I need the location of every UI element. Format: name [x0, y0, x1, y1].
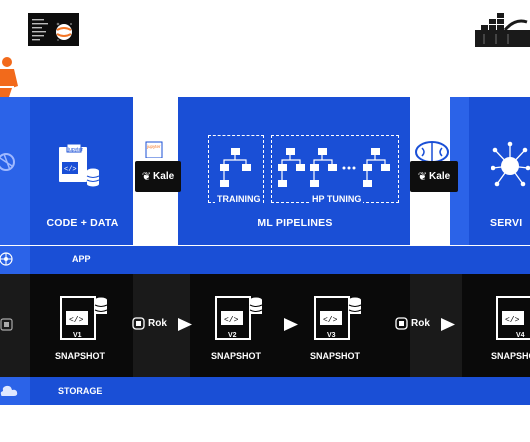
database-icon [86, 168, 100, 193]
snapshot-label-v3: SNAPSHOT [309, 351, 360, 361]
svg-text:</>: </> [64, 166, 77, 174]
arrow-right-icon [283, 317, 299, 337]
snapshot-icon-v3: </> V3 [314, 293, 362, 350]
svg-text:</>: </> [505, 316, 520, 325]
snapshot-panel-1 [30, 274, 133, 378]
svg-text:jupyter: jupyter [146, 144, 161, 149]
rok-connector-1: Rok [132, 317, 167, 330]
brain-network-icon [490, 140, 530, 197]
app-layer-bar-inner [30, 246, 530, 274]
arrow-right-icon [440, 317, 456, 337]
kale-icon: ❦ [417, 171, 428, 183]
kale-connector-2: ❦ Kale [410, 161, 458, 192]
kubernetes-icon [0, 252, 14, 271]
snapshot-version-v1: V1 [73, 332, 82, 339]
storage-node-icon [0, 318, 14, 337]
rok-icon [395, 317, 408, 330]
storage-layer-bar-inner [30, 377, 530, 405]
snapshot-version-v2: V2 [228, 332, 237, 339]
training-graph [218, 148, 254, 197]
docker-icon [475, 8, 530, 48]
hp-tuning-label: HP TUNING [310, 194, 364, 204]
left-edge-column [0, 97, 30, 245]
arrow-right-icon [177, 317, 193, 337]
snapshot-version-v4: V4 [516, 332, 525, 339]
rok-icon [132, 317, 145, 330]
kale-connector-1: ❦ Kale [135, 161, 181, 192]
snapshot-icon-v1: </> V1 [60, 293, 108, 350]
jupyter-small-icon: jupyter [145, 140, 163, 163]
globe-icon [0, 152, 16, 177]
rok-label: Rok [148, 318, 167, 329]
rok-label: Rok [411, 318, 430, 329]
svg-text:jupyter: jupyter [67, 147, 83, 153]
rok-connector-2: Rok [395, 317, 430, 330]
code-data-label: CODE + DATA [46, 217, 119, 229]
jupyter-notebook-icon: jupyter </> [57, 143, 102, 193]
terminal-notebook-icon [28, 13, 79, 46]
serving-label: SERVI [490, 217, 523, 229]
svg-text:</>: </> [323, 316, 338, 325]
snapshot-icon-v2: </> V2 [215, 293, 263, 350]
kale-icon: ❦ [141, 171, 152, 183]
training-label: TRAINING [215, 194, 263, 204]
kale-label: Kale [429, 171, 451, 182]
snapshot-icon-v4: </> V4 [496, 293, 530, 350]
cloud-icon [0, 384, 18, 403]
snapshot-label-v1: SNAPSHOT [54, 351, 105, 361]
snapshot-label-v2: SNAPSHOT [210, 351, 261, 361]
storage-layer-label: STORAGE [58, 386, 103, 396]
serving-edge-column [450, 97, 469, 245]
person-figure [0, 56, 20, 101]
svg-text:</>: </> [69, 316, 84, 325]
snapshot-panel-2 [190, 274, 410, 378]
svg-text:</>: </> [224, 316, 239, 325]
hp-tuning-graph [276, 148, 392, 197]
snapshot-label-v4: SNAPSHOT [491, 351, 530, 361]
kale-label: Kale [153, 171, 175, 182]
app-layer-label: APP [72, 254, 91, 264]
ml-pipelines-label: ML PIPELINES [257, 217, 333, 229]
snapshot-version-v3: V3 [327, 332, 336, 339]
